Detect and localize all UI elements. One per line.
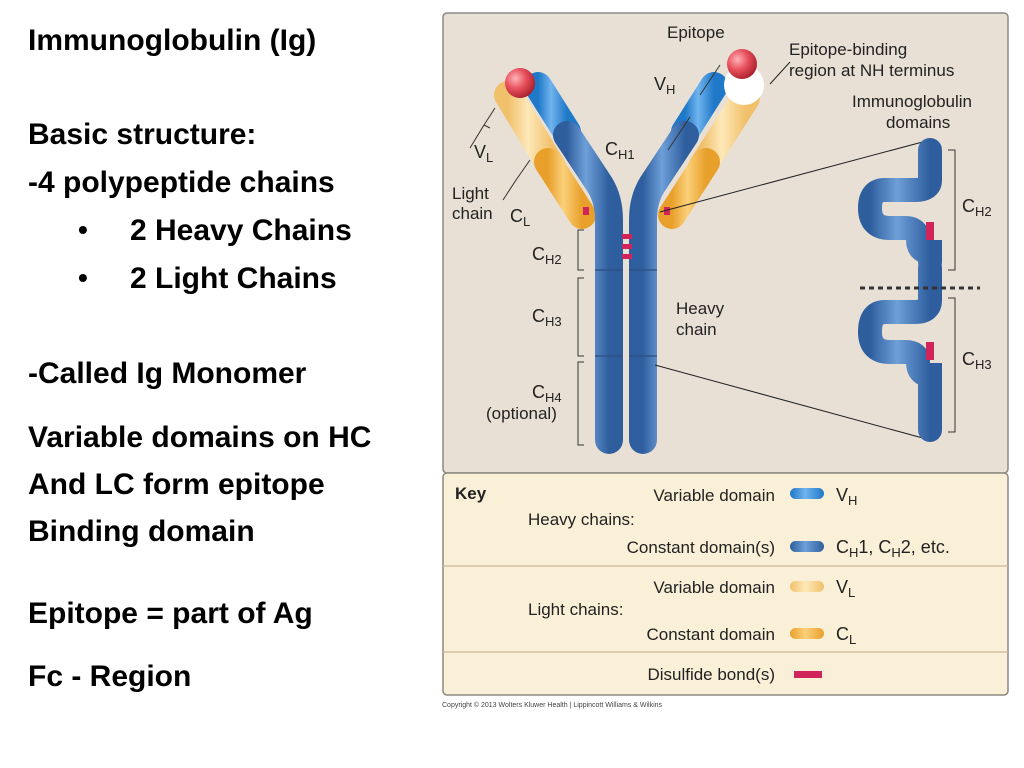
key-disulfide: Disulfide bond(s) (647, 665, 775, 684)
right-light-chain-constant (658, 148, 720, 229)
label-cl: CL (510, 206, 530, 229)
monomer-text: -Called Ig Monomer (28, 357, 307, 390)
left-chain-disulfide-bond (583, 207, 589, 215)
label-epitope: Epitope (667, 23, 725, 42)
left-epitope (505, 68, 535, 98)
label-epitope-binding-2: region at NH terminus (789, 61, 954, 80)
key-panel (442, 472, 1009, 696)
inset-ch3-fold (857, 256, 942, 442)
key-vh-label: VH (836, 485, 857, 508)
key-heavy-constant: Constant domain(s) (627, 538, 775, 557)
variable-line-1: Variable domains on HC (28, 421, 372, 454)
label-light-chain-1: Light (452, 184, 489, 203)
left-light-chain-constant (534, 148, 596, 229)
label-heavy-chain-1: Heavy (676, 299, 725, 318)
variable-line-3: Binding domain (28, 515, 255, 548)
bullet-light-chains: 2 Light Chains (130, 262, 337, 295)
label-ig-domains-2: domains (886, 113, 950, 132)
right-chain-disulfide-bond (664, 207, 670, 215)
label-epitope-binding-1: Epitope-binding (789, 40, 907, 59)
key-title: Key (455, 484, 487, 503)
figure-copyright: Copyright © 2013 Wolters Kluwer Health |… (442, 702, 663, 709)
key-swatch-light-variable (790, 581, 824, 592)
bullet-dot: • (78, 262, 88, 293)
inset-disulfide-bond (926, 342, 934, 360)
key-ch-label: CH1, CH2, etc. (836, 537, 950, 560)
label-ch3: CH3 (532, 306, 562, 329)
left-heavy-constant (553, 121, 623, 454)
bullet-heavy-chains: 2 Heavy Chains (130, 214, 352, 247)
key-swatch-light-constant (790, 628, 824, 639)
key-heavy-chains: Heavy chains: (528, 510, 635, 529)
hinge-disulfide-bond (622, 244, 632, 249)
basic-structure-heading: Basic structure: (28, 118, 257, 151)
label-light-chain-2: chain (452, 204, 493, 223)
bullet-dot: • (78, 214, 88, 245)
slide-title: Immunoglobulin (Ig) (28, 24, 317, 57)
label-ch4: CH4 (532, 382, 562, 405)
fc-region-text: Fc - Region (28, 660, 192, 693)
key-swatch-heavy-variable (790, 488, 824, 499)
key-vl-label: VL (836, 577, 855, 600)
chain-count-text: -4 polypeptide chains (28, 166, 335, 199)
key-light-chains: Light chains: (528, 600, 623, 619)
key-light-variable: Variable domain (653, 578, 775, 597)
key-cl-label: CL (836, 624, 856, 647)
inset-ch2-fold (857, 138, 942, 274)
label-inset-ch2: CH2 (962, 196, 992, 219)
inset-disulfide-bond (926, 222, 934, 240)
key-heavy-variable: Variable domain (653, 486, 775, 505)
right-epitope (727, 49, 757, 79)
epitope-definition: Epitope = part of Ag (28, 597, 313, 630)
key-swatch-disulfide (794, 671, 822, 678)
hinge-disulfide-bond (622, 254, 632, 259)
label-ch2: CH2 (532, 244, 562, 267)
label-optional: (optional) (486, 404, 557, 423)
label-ch1: CH1 (605, 139, 635, 162)
right-heavy-constant (629, 121, 699, 454)
key-light-constant: Constant domain (646, 625, 775, 644)
label-heavy-chain-2: chain (676, 320, 717, 339)
variable-line-2: And LC form epitope (28, 468, 325, 501)
key-swatch-heavy-constant (790, 541, 824, 552)
label-inset-ch3: CH3 (962, 349, 992, 372)
label-vl: VL (474, 142, 493, 165)
hinge-disulfide-bond (622, 234, 632, 239)
label-ig-domains-1: Immunoglobulin (852, 92, 972, 111)
label-vh: VH (654, 74, 675, 97)
